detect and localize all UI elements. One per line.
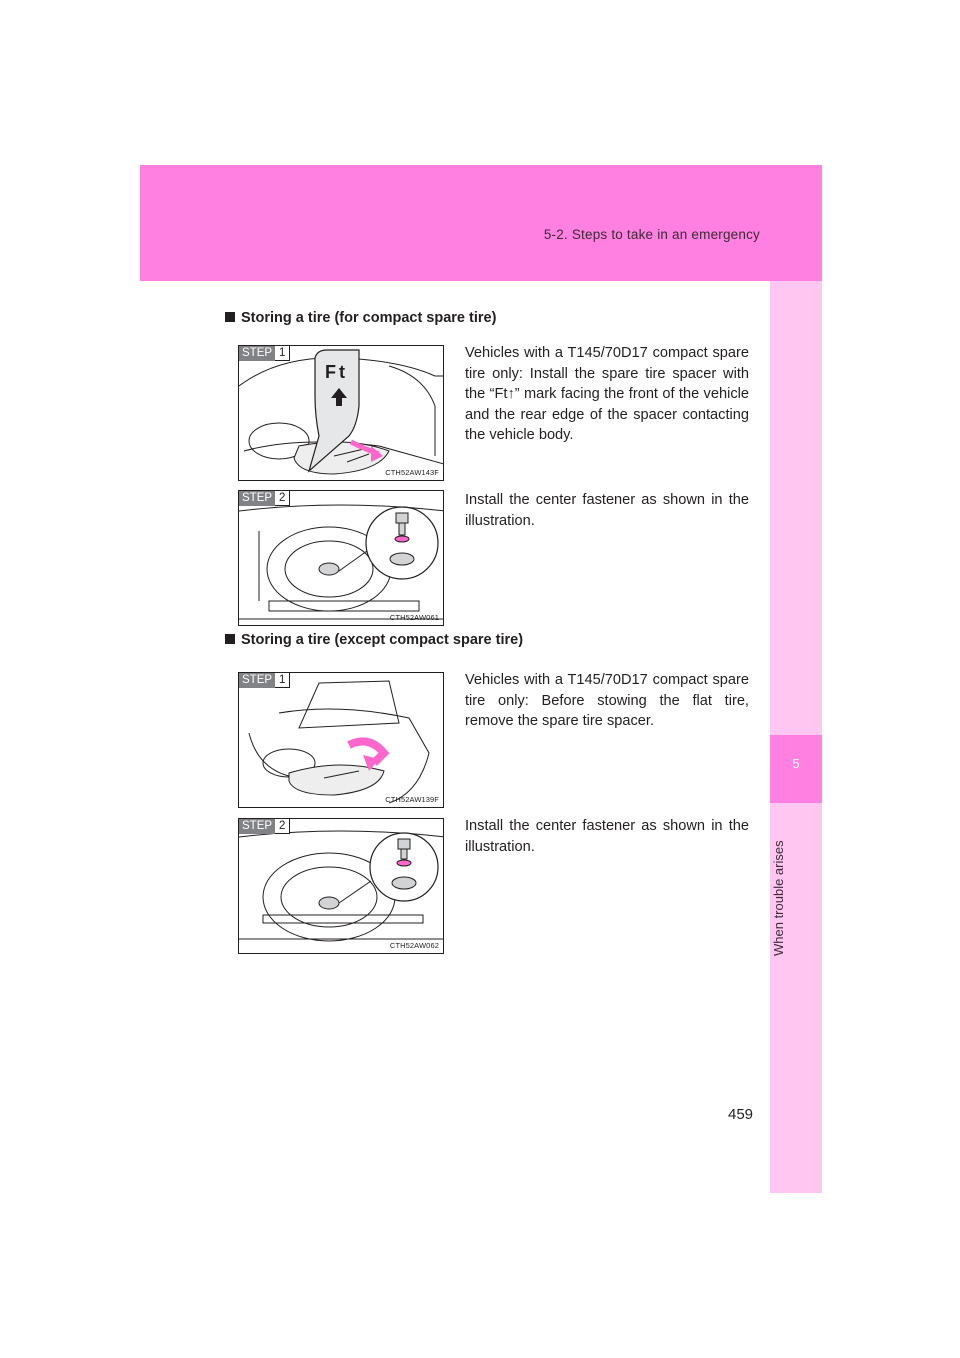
figure-code: CTH52AW062 (389, 941, 439, 950)
section-heading-compact: Storing a tire (for compact spare tire) (225, 310, 496, 326)
figure-code: CTH52AW139F (385, 795, 439, 804)
step-1-text-compact: Vehicles with a T145/70D17 compact spare… (465, 345, 749, 443)
ft-mark-label: Ft (325, 362, 348, 382)
page-number: 459 (728, 1106, 754, 1123)
remove-spacer-illustration (248, 680, 430, 804)
step-2-text-compact: Install the center fastener as shown in … (465, 492, 749, 529)
section-heading-except-compact: Storing a tire (except compact spare tir… (225, 632, 523, 648)
center-fastener-illustration (239, 504, 443, 620)
step-1-text-except: Vehicles with a T145/70D17 compact spare… (465, 672, 749, 729)
section-header-band: 5-2. Steps to take in an emergency (140, 165, 822, 281)
trunk-spacer-illustration (239, 349, 443, 475)
section-title: 5-2. Steps to take in an emergency (543, 227, 760, 242)
bullet-square-icon (225, 312, 235, 322)
step-2-text-except: Install the center fastener as shown in … (465, 818, 749, 855)
chapter-title: When trouble arises (771, 840, 786, 956)
figure-code: CTH52AW061 (389, 613, 439, 622)
chapter-number: 5 (792, 756, 800, 771)
center-fastener-illustration (239, 830, 443, 942)
chapter-tab (770, 735, 822, 803)
bullet-square-icon (225, 634, 235, 644)
figure-code: CTH52AW143F (385, 468, 439, 477)
